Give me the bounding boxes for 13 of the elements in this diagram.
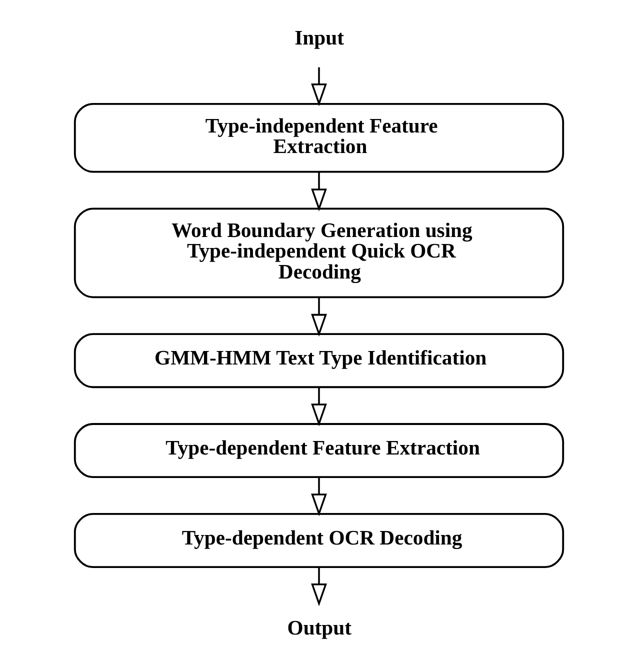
node-box: Word Boundary Generation using Type-independent Quick OCR Decoding — [73, 208, 564, 298]
node-text: Output — [286, 617, 351, 640]
arrow — [310, 67, 326, 106]
node-text: Input — [294, 27, 344, 50]
node-box: Type-dependent OCR Decoding — [73, 513, 564, 568]
node-box: Type-dependent Feature Extraction — [73, 423, 564, 478]
node-box: Type-independent Feature Extraction — [73, 102, 564, 173]
arrow — [310, 298, 326, 337]
arrow — [310, 172, 326, 212]
node-box: GMM-HMM Text Type Identification — [73, 333, 564, 388]
arrow — [310, 387, 326, 426]
arrow — [310, 567, 326, 606]
arrow — [310, 477, 326, 516]
